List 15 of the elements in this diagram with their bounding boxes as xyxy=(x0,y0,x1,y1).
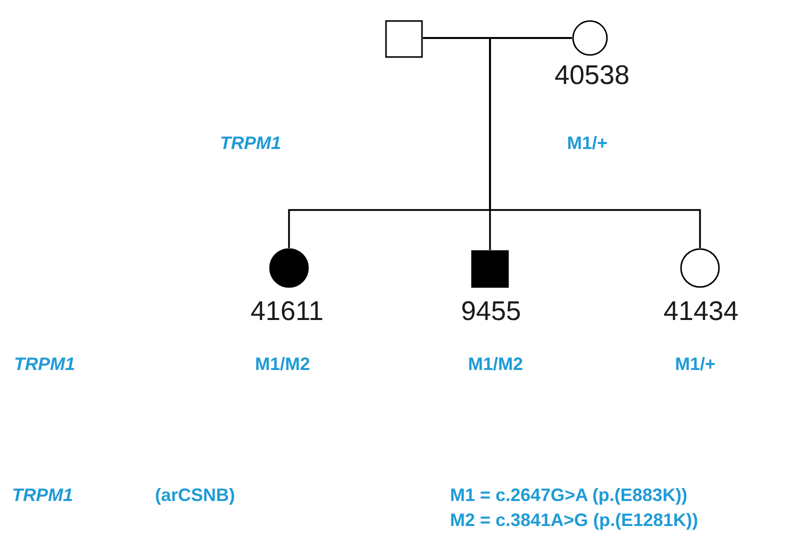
descent-line xyxy=(489,37,701,248)
individual-id: 41434 xyxy=(663,298,739,325)
genotype: M1/M2 xyxy=(255,355,310,373)
genotype: M1/+ xyxy=(567,134,608,152)
genotype: M1/M2 xyxy=(468,355,524,373)
individual-id: 9455 xyxy=(460,298,522,325)
genotype: M1/+ xyxy=(675,355,716,373)
gene-name: TRPM1 xyxy=(12,486,74,504)
mutation-note: M2 = c.3841A>G (p.(E1281K)) xyxy=(450,511,698,529)
individual-id: 40538 xyxy=(554,62,630,89)
mutation-note: M1 = c.2647G>A (p.(E883K)) xyxy=(450,486,688,504)
disease-note: (arCSNB) xyxy=(155,486,236,504)
gene-name: TRPM1 xyxy=(220,134,282,152)
gene-name: TRPM1 xyxy=(14,355,76,373)
individual-id: 41611 xyxy=(250,298,324,325)
